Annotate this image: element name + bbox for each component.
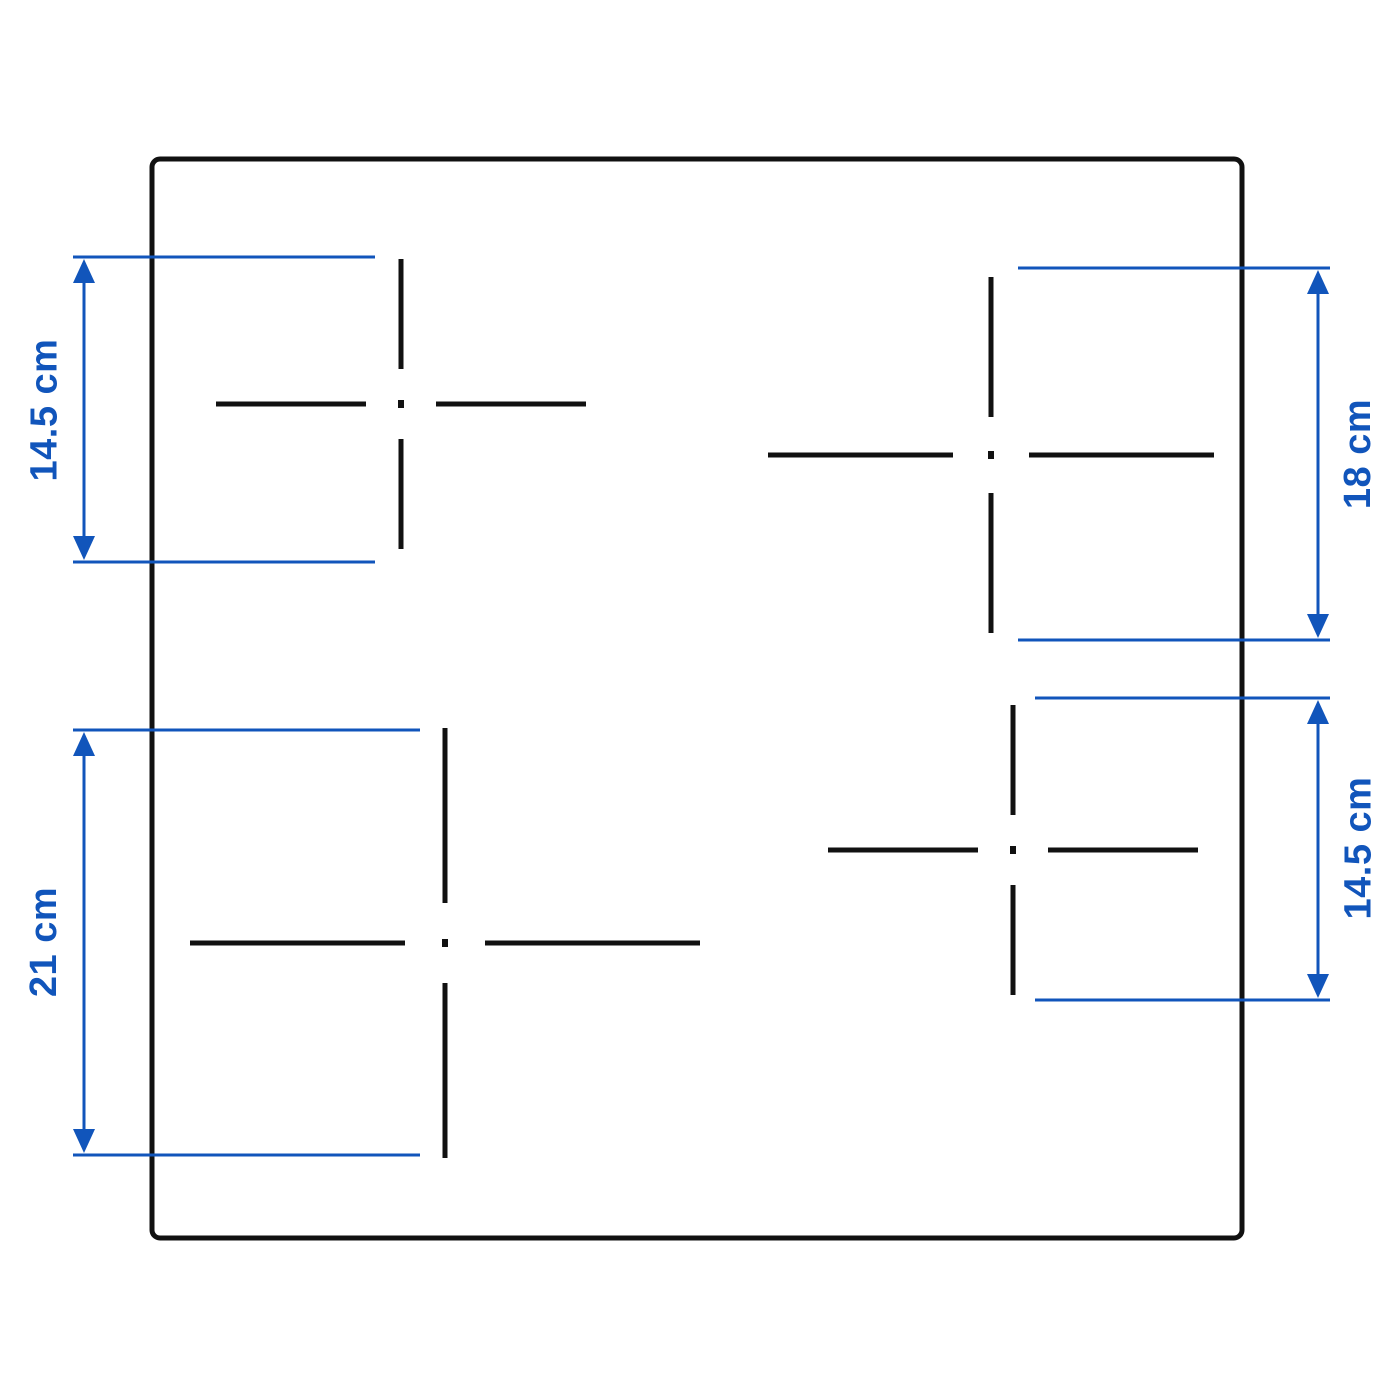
burner-bottom-left <box>190 728 700 1158</box>
burner-top-left <box>216 259 586 549</box>
burner-top-left-center-dot <box>398 400 404 408</box>
dim-bottom-right-label: 14.5 cm <box>1336 776 1379 920</box>
dim-top-left <box>73 255 375 564</box>
dim-bottom-left-arrow-bottom <box>73 1129 95 1153</box>
dim-top-left-arrow-top <box>73 259 95 283</box>
burner-bottom-right-center-dot <box>1010 846 1016 854</box>
dim-bottom-left-arrow-top <box>73 732 95 756</box>
dim-bottom-right-arrow-top <box>1307 700 1329 724</box>
dim-bottom-left <box>73 728 420 1157</box>
dim-top-right-label: 18 cm <box>1337 398 1380 510</box>
burner-bottom-right <box>828 705 1198 995</box>
dimensions-group <box>73 255 1330 1157</box>
burner-top-right <box>768 277 1214 633</box>
dim-top-right-arrow-bottom <box>1307 614 1329 638</box>
dim-top-left-arrow-bottom <box>73 536 95 560</box>
dim-bottom-right <box>1035 696 1330 1002</box>
dim-bottom-right-arrow-bottom <box>1307 974 1329 998</box>
dim-top-left-label: 14.5 cm <box>22 338 65 482</box>
dim-top-right-arrow-top <box>1307 270 1329 294</box>
burner-bottom-left-center-dot <box>442 939 448 947</box>
dim-bottom-left-label: 21 cm <box>23 886 66 998</box>
dim-top-right <box>1018 266 1330 642</box>
burners-group <box>190 259 1214 1158</box>
burner-top-right-center-dot <box>988 451 994 459</box>
